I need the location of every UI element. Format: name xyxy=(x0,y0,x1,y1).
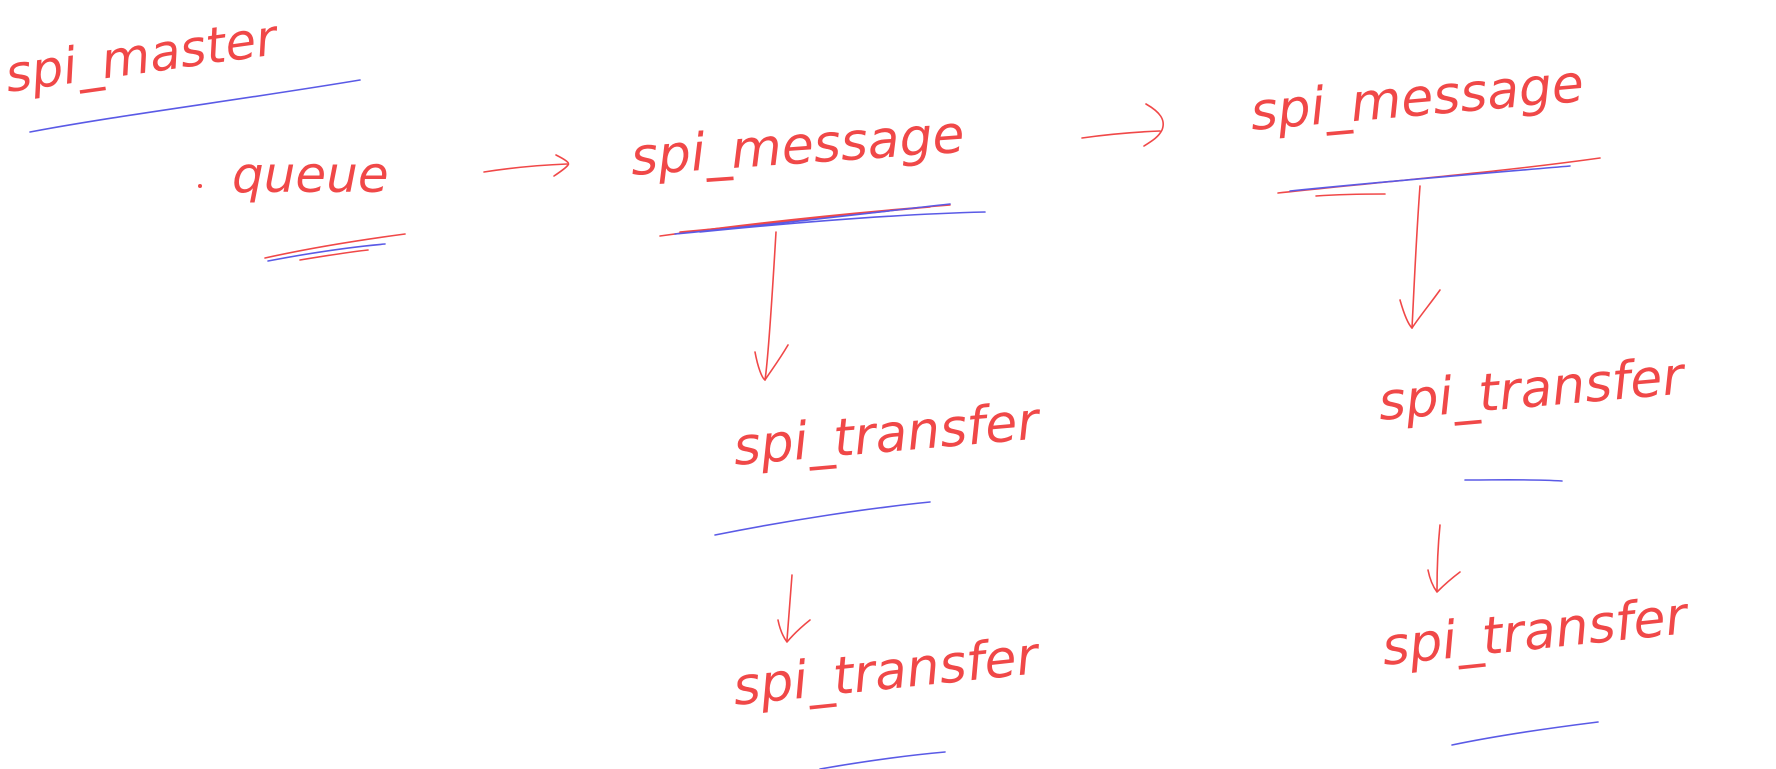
msg2-underline-blue xyxy=(1289,165,1571,192)
node-msg1-transfer1-label: spi_transfer xyxy=(731,391,1045,478)
queue-underline-red xyxy=(264,233,406,259)
node-msg2-label: spi_message xyxy=(1248,54,1586,143)
msg1-stem-arrowhead xyxy=(754,344,789,381)
msg2-stem-arrowhead xyxy=(1399,289,1441,329)
spi-master-underline xyxy=(29,79,361,133)
msg1-underline-blue xyxy=(674,203,951,235)
node-msg1-label: spi_message xyxy=(629,105,967,188)
node-spi-master-label: spi_master xyxy=(2,8,284,104)
msg2-transfer1-underline xyxy=(1464,478,1563,482)
node-msg2-transfer2-label: spi_transfer xyxy=(1379,586,1693,678)
arrow-msg2-transfer1-to-transfer2 xyxy=(1427,524,1461,593)
node-spi-master: spi_master xyxy=(2,8,361,133)
msg2-stem-line xyxy=(1411,185,1421,329)
msg2-transfer2-underline xyxy=(1451,721,1599,746)
node-msg1-transfer1: spi_transfer xyxy=(714,391,1045,536)
msg2-underline-red-2 xyxy=(1315,193,1386,197)
msg1-transfer2-underline xyxy=(819,751,946,769)
node-msg2-transfer2: spi_transfer xyxy=(1379,586,1693,746)
msg1-transfer1-underline xyxy=(714,501,931,536)
queue-underline-red-2 xyxy=(299,249,369,261)
node-msg2-transfer1: spi_transfer xyxy=(1376,346,1690,482)
node-msg1: spi_message xyxy=(629,105,986,381)
node-queue: queue xyxy=(198,146,406,262)
arrow-msg1-transfer1-to-transfer2 xyxy=(777,574,811,643)
node-msg2: spi_message xyxy=(1248,54,1601,329)
node-msg1-transfer2: spi_transfer xyxy=(730,626,1044,769)
arrow-msg1-to-msg2 xyxy=(1081,103,1164,147)
node-msg2-transfer1-label: spi_transfer xyxy=(1376,346,1690,433)
msg1-stem-line xyxy=(764,231,777,381)
node-queue-label: queue xyxy=(232,146,389,204)
msg1-underline-blue-2 xyxy=(699,211,986,233)
queue-underline-blue xyxy=(267,243,386,262)
queue-bullet-dot xyxy=(198,184,202,188)
arrow-queue-to-msg1 xyxy=(483,154,570,177)
node-msg1-transfer2-label: spi_transfer xyxy=(730,626,1044,718)
